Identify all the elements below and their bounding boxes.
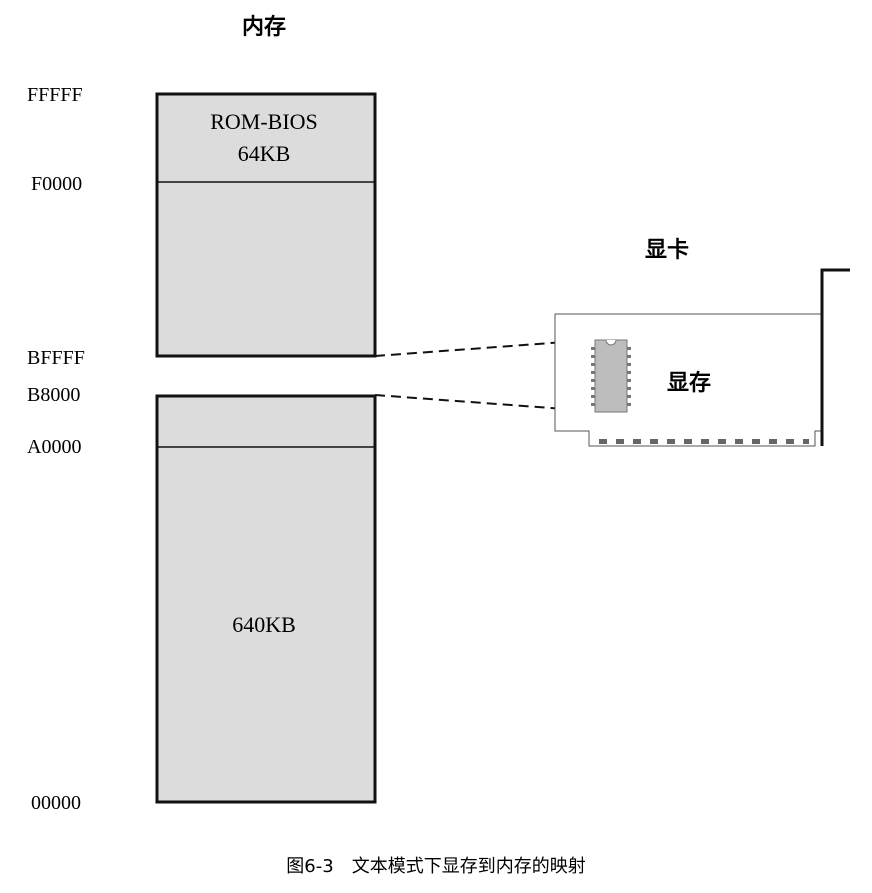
lower-memory-block xyxy=(155,394,377,804)
vram-chip-icon xyxy=(591,339,631,413)
card-title: 显卡 xyxy=(645,238,689,263)
upper-memory-block xyxy=(155,92,377,358)
card-bracket xyxy=(820,268,850,446)
memory-title: 内存 xyxy=(242,14,286,40)
address-f0000: F0000 xyxy=(31,173,82,195)
figure-caption: 图6-3 文本模式下显存到内存的映射 xyxy=(286,856,585,877)
edge-connector xyxy=(599,439,809,444)
rom-bios-size: 64KB xyxy=(238,141,291,166)
rom-bios-label: ROM-BIOS xyxy=(210,109,318,134)
address-fffff: FFFFF xyxy=(27,84,83,106)
ram-size-label: 640KB xyxy=(232,612,296,637)
address-b8000: B8000 xyxy=(27,384,80,406)
address-00000: 00000 xyxy=(31,792,81,814)
address-a0000: A0000 xyxy=(27,436,81,458)
vram-label: 显存 xyxy=(667,370,711,396)
address-bffff: BFFFF xyxy=(27,347,85,369)
